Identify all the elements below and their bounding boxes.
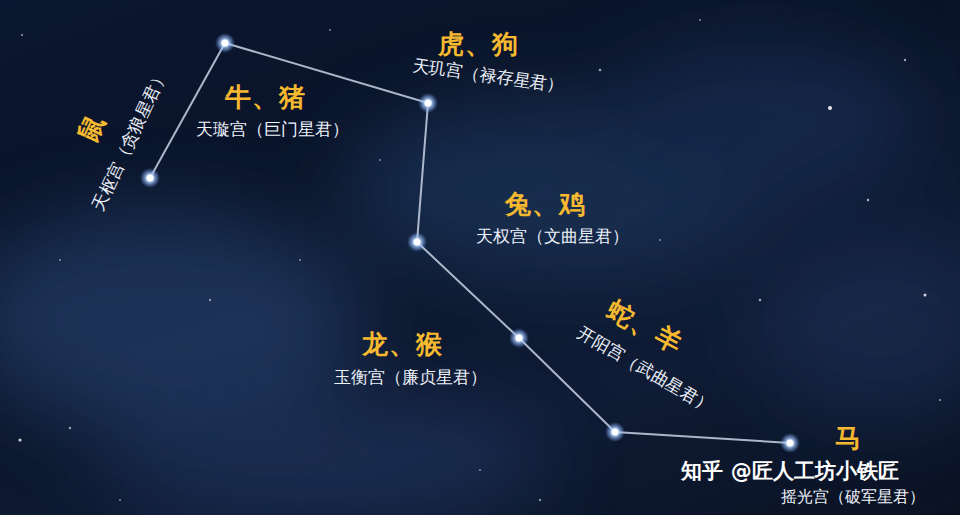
background-stars xyxy=(18,19,941,501)
zodiac-label: 兔、鸡 xyxy=(505,190,586,220)
palace-label: 摇光宫（破军星君） xyxy=(781,488,925,506)
palace-label: 天权宫（文曲星君） xyxy=(476,227,629,247)
dipper-line xyxy=(150,43,790,443)
zodiac-label: 鼠 xyxy=(73,109,112,146)
nebula xyxy=(0,40,960,515)
zodiac-label: 龙、猴 xyxy=(362,330,443,360)
palace-label: 玉衡宫（廉贞星君） xyxy=(334,368,487,388)
zodiac-label: 马 xyxy=(835,424,862,454)
zodiac-label: 牛、猪 xyxy=(225,83,306,113)
dipper-stars xyxy=(140,33,800,453)
palace-label: 天玑宫（禄存星君） xyxy=(411,56,565,97)
watermark: 知乎 @匠人工坊小铁匠 xyxy=(681,459,898,483)
zodiac-label: 虎、狗 xyxy=(438,30,519,60)
palace-label: 天璇宫（巨门星君） xyxy=(196,120,349,140)
